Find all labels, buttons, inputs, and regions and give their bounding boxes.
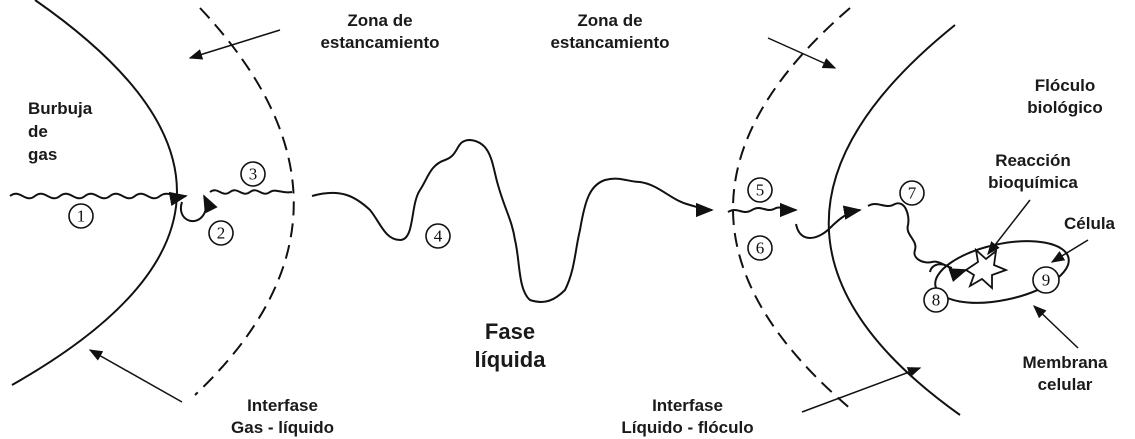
- svg-text:2: 2: [217, 224, 226, 243]
- svg-text:3: 3: [249, 165, 258, 184]
- step-marker-7: 7: [899, 180, 925, 206]
- zona-right-line-1: Zona de: [577, 11, 643, 30]
- floc-boundary: [827, 24, 961, 416]
- svg-text:7: 7: [908, 184, 917, 203]
- step-marker-9: 9: [1032, 266, 1060, 294]
- step-marker-8: 8: [923, 287, 949, 313]
- interfase-lf-line-2: Líquido - flóculo: [621, 418, 754, 437]
- floculo-line-2: biológico: [1027, 98, 1103, 117]
- fase-line-1: Fase: [484, 319, 536, 344]
- svg-text:8: 8: [932, 291, 941, 310]
- svg-text:1: 1: [77, 207, 86, 226]
- svg-text:5: 5: [756, 181, 765, 200]
- fase-liquida-label: Fase líquida: [440, 318, 580, 374]
- path-step-8: [929, 263, 968, 282]
- step-marker-2: 2: [208, 220, 234, 246]
- step-marker-5: 5: [747, 177, 773, 203]
- membrana-line-2: celular: [1037, 375, 1093, 394]
- zona-estancamiento-right-label: Zona de estancamiento: [535, 10, 685, 54]
- membrana-line-1: Membrana: [1022, 353, 1108, 372]
- celula-pointer: [1050, 239, 1089, 263]
- stagnant-zone-boundary-left: [194, 7, 295, 396]
- step-marker-3: 3: [240, 161, 266, 187]
- interfase-lf-line-1: Interfase: [652, 396, 723, 415]
- path-step-7: [867, 202, 953, 269]
- svg-text:9: 9: [1042, 271, 1051, 290]
- step-marker-1: 1: [68, 203, 94, 229]
- svg-text:6: 6: [756, 239, 765, 258]
- reaction-star: [964, 247, 1009, 291]
- step-marker-6: 6: [747, 235, 773, 261]
- burbuja-line-1: Burbuja: [28, 99, 93, 118]
- zona-right-pointer: [767, 37, 837, 69]
- interfase-gas-liquido-label: Interfase Gas - líquido: [195, 395, 370, 439]
- burbuja-line-2: de: [28, 122, 48, 141]
- zona-right-line-2: estancamiento: [550, 33, 670, 52]
- burbuja-line-3: gas: [28, 145, 58, 164]
- floculo-line-1: Flóculo: [1034, 76, 1096, 95]
- interfase-gl-line-2: Gas - líquido: [231, 418, 334, 437]
- path-step-2: [179, 194, 218, 223]
- interfase-lf-pointer: [801, 367, 922, 413]
- interfase-gl-line-1: Interfase: [247, 396, 318, 415]
- zona-left-line-1: Zona de: [347, 11, 413, 30]
- reaccion-pointer: [987, 199, 1031, 256]
- zona-left-line-2: estancamiento: [320, 33, 440, 52]
- burbuja-de-gas-label: Burbuja de gas: [28, 97, 92, 166]
- svg-text:4: 4: [434, 227, 443, 246]
- path-step-4: [311, 138, 714, 303]
- gas-bubble-boundary: [11, 0, 178, 386]
- zona-left-pointer: [188, 29, 281, 60]
- step-marker-4: 4: [425, 223, 451, 249]
- path-step-6: [795, 205, 862, 239]
- path-step-3: [209, 189, 293, 195]
- path-step-1: [9, 191, 188, 206]
- zona-estancamiento-left-label: Zona de estancamiento: [305, 10, 455, 54]
- membrana-pointer: [1033, 305, 1079, 349]
- path-step-5: [727, 202, 798, 218]
- reaccion-line-2: bioquímica: [988, 173, 1078, 192]
- interfase-liquido-floculo-label: Interfase Líquido - flóculo: [585, 395, 790, 439]
- celula-label: Célula: [1064, 214, 1116, 233]
- reaccion-line-1: Reacción: [995, 151, 1071, 170]
- stagnant-zone-boundary-right: [732, 7, 853, 411]
- fase-line-2: líquida: [474, 347, 546, 372]
- membrana-celular-label: Membrana celular: [1000, 352, 1130, 396]
- floculo-biologico-label: Flóculo biológico: [1010, 75, 1120, 119]
- reaccion-bioquimica-label: Reacción bioquímica: [968, 150, 1098, 194]
- interfase-gl-pointer: [88, 349, 183, 403]
